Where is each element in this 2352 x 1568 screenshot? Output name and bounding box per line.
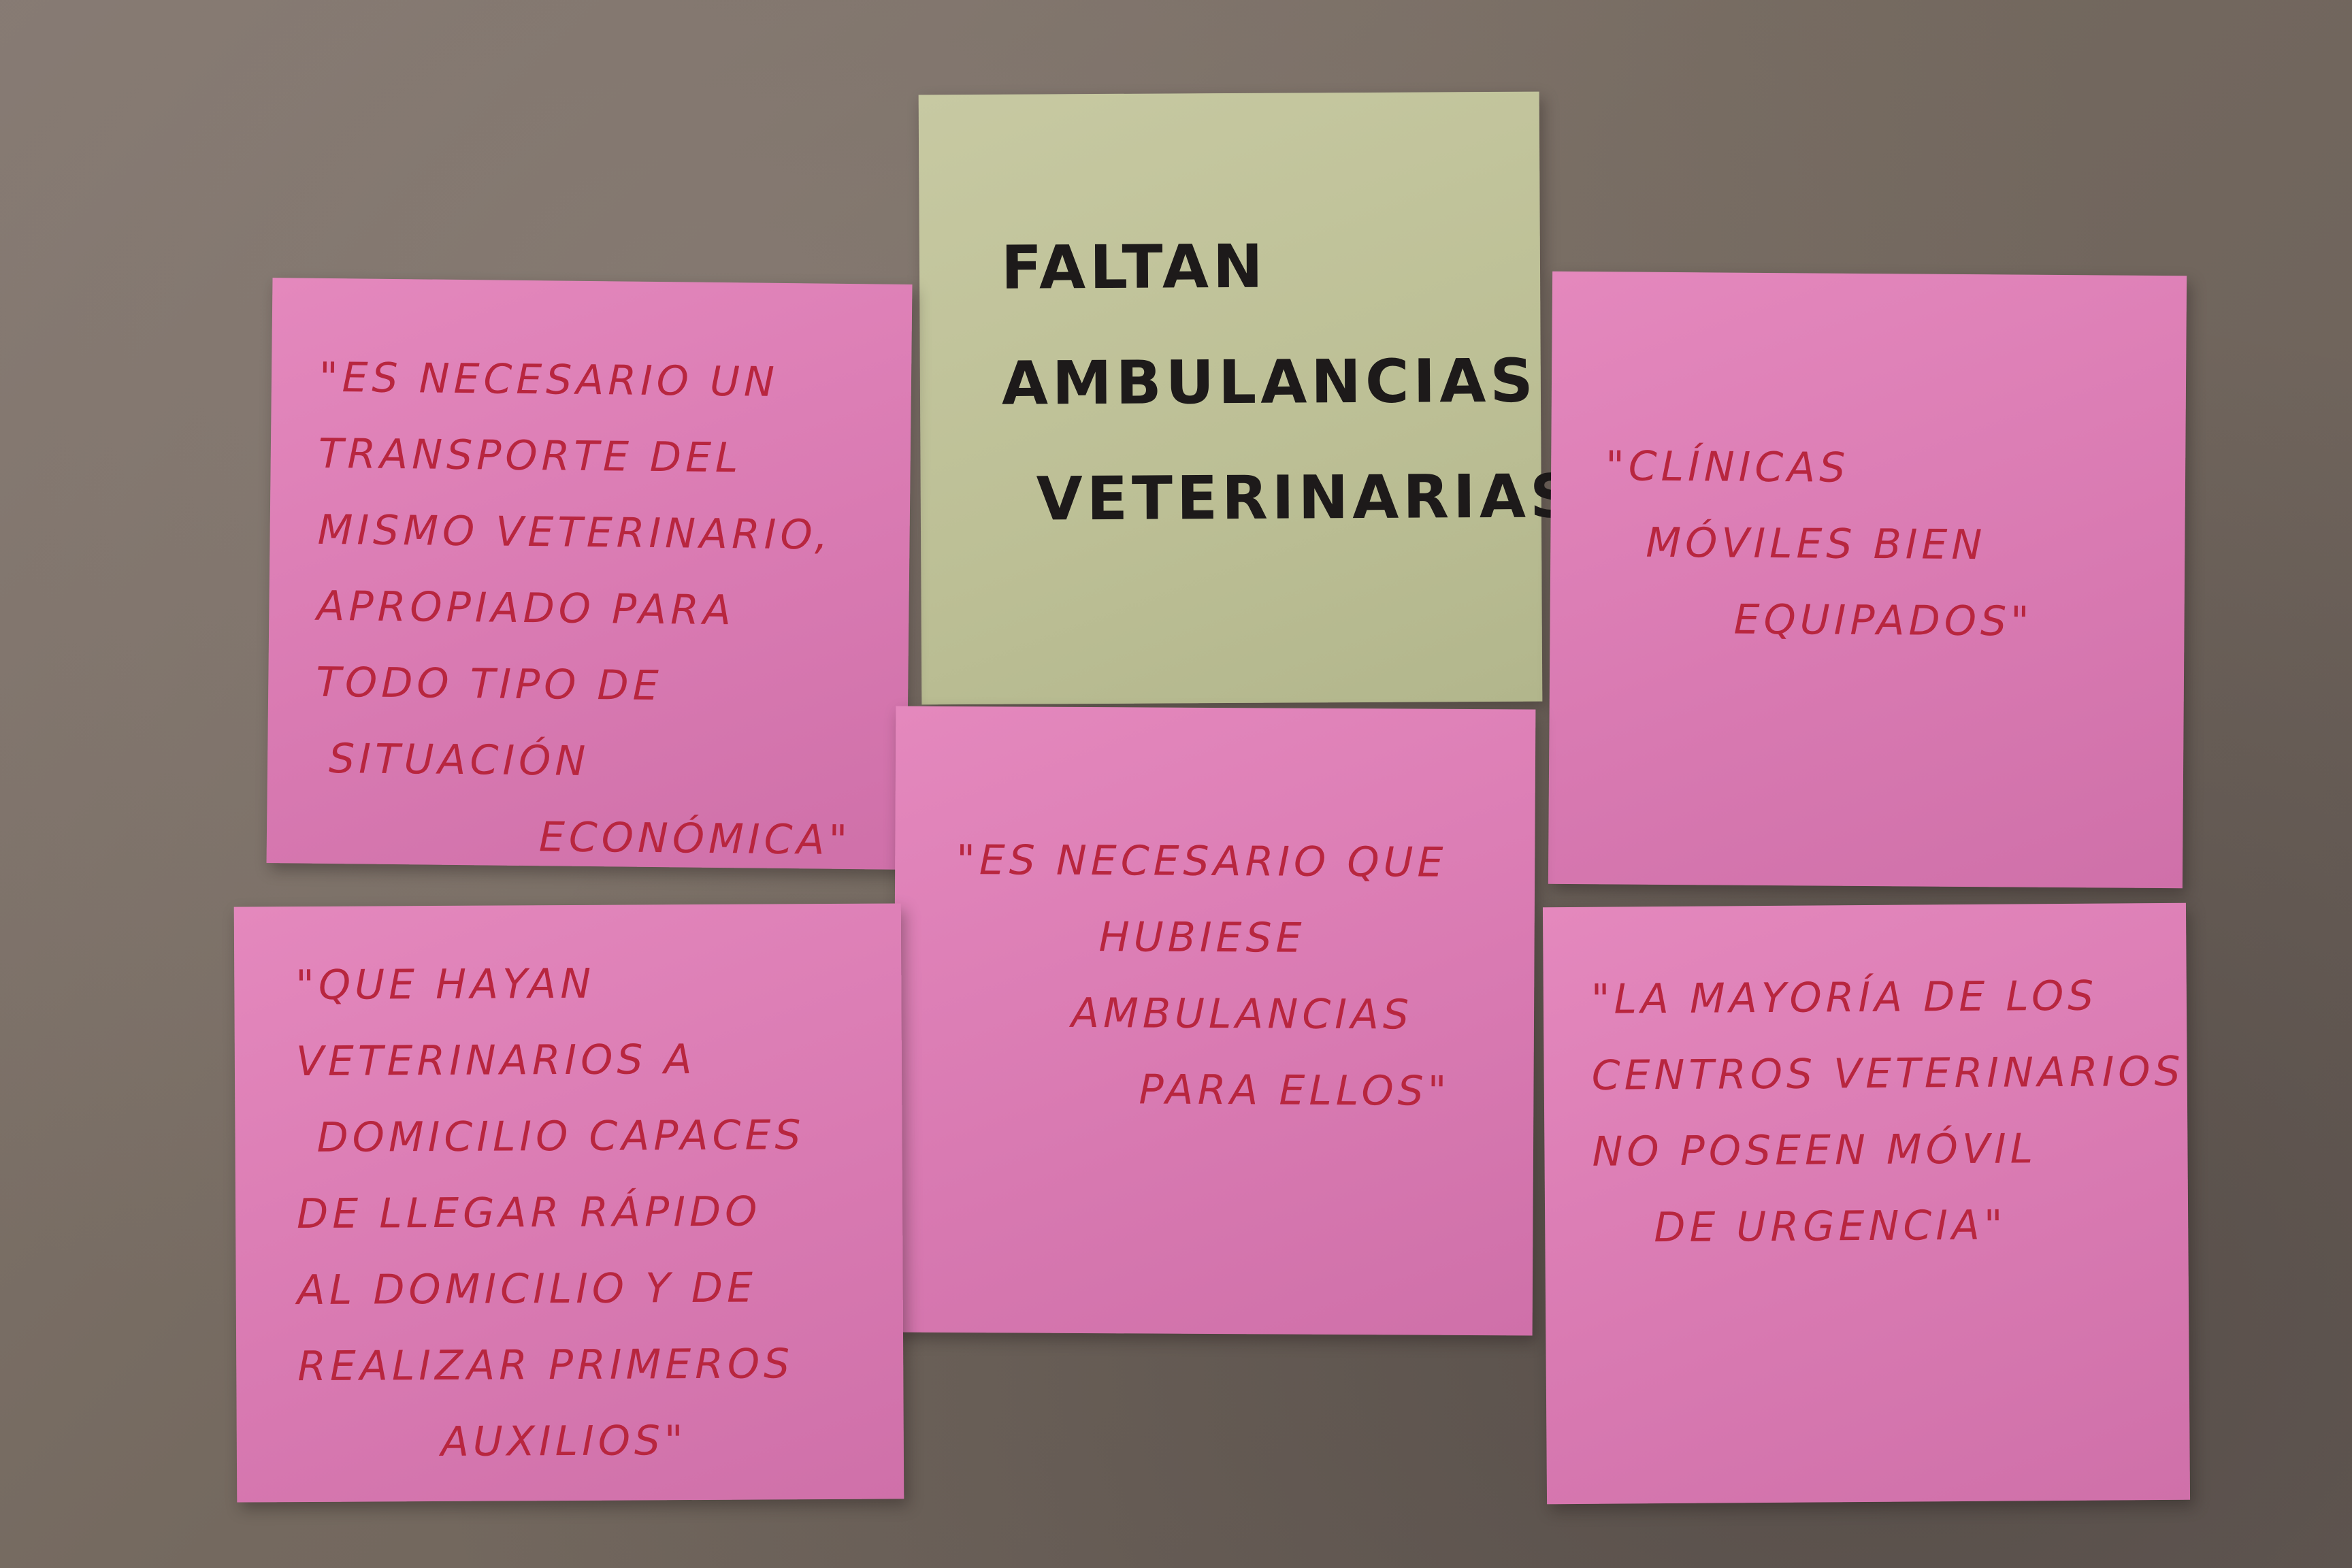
- note-line: AMBULANCIAS: [1001, 345, 1537, 419]
- note-line: "ES NECESARIO UN: [318, 353, 779, 406]
- note-line: REALIZAR PRIMEROS: [297, 1340, 794, 1391]
- note-line: VETERINARIAS: [1036, 461, 1578, 534]
- note-line: TODO TIPO DE: [315, 658, 663, 710]
- note-line: ECONÓMICA": [538, 813, 852, 865]
- sticky-note-title: FALTAN AMBULANCIAS VETERINARIAS: [918, 91, 1578, 705]
- sticky-note-clinicas: "CLÍNICAS MÓVILES BIEN EQUIPADOS": [1548, 271, 2187, 889]
- note-text: "CLÍNICAS MÓVILES BIEN EQUIPADOS": [1604, 428, 2034, 659]
- note-line: AMBULANCIAS: [1071, 989, 1414, 1039]
- note-line: AL DOMICILIO Y DE: [297, 1264, 757, 1315]
- note-line: "ES NECESARIO QUE: [956, 836, 1448, 887]
- note-line: MÓVILES BIEN: [1646, 519, 1987, 570]
- note-line: PARA ELLOS": [1139, 1066, 1451, 1115]
- note-line: CENTROS VETERINARIOS: [1591, 1047, 2185, 1100]
- note-text: "QUE HAYAN VETERINARIOS A DOMICILIO CAPA…: [295, 945, 806, 1481]
- sticky-note-urgencia: "LA MAYORÍA DE LOS CENTROS VETERINARIOS …: [1542, 902, 2191, 1505]
- note-text: "ES NECESARIO QUE HUBIESE AMBULANCIAS PA…: [955, 822, 1452, 1130]
- note-line: "QUE HAYAN: [295, 960, 595, 1010]
- note-line: AUXILIOS": [440, 1417, 687, 1466]
- note-line: "LA MAYORÍA DE LOS: [1590, 972, 2098, 1024]
- sticky-note-transporte: "ES NECESARIO UN TRANSPORTE DEL MISMO VE…: [266, 278, 913, 870]
- note-line: APROPIADO PARA: [316, 582, 736, 635]
- note-line: VETERINARIOS A: [295, 1036, 696, 1086]
- note-line: HUBIESE: [1098, 913, 1306, 962]
- note-line: DOMICILIO CAPACES: [316, 1111, 805, 1162]
- note-line: FALTAN: [1000, 231, 1267, 303]
- note-line: TRANSPORTE DEL: [318, 429, 742, 483]
- note-line: NO POSEEN MÓVIL: [1592, 1125, 2038, 1176]
- note-text: FALTAN AMBULANCIAS VETERINARIAS: [1001, 207, 1578, 557]
- note-line: DE URGENCIA": [1653, 1201, 2007, 1252]
- note-line: DE LLEGAR RÁPIDO: [296, 1188, 762, 1239]
- note-text: "LA MAYORÍA DE LOS CENTROS VETERINARIOS …: [1591, 958, 2186, 1267]
- note-line: MISMO VETERINARIO,: [317, 506, 832, 559]
- sticky-note-domicilio: "QUE HAYAN VETERINARIOS A DOMICILIO CAPA…: [233, 903, 904, 1503]
- sticky-note-ambulancias: "ES NECESARIO QUE HUBIESE AMBULANCIAS PA…: [892, 706, 1536, 1336]
- note-line: "CLÍNICAS: [1605, 442, 1850, 492]
- note-line: SITUACIÓN: [328, 735, 590, 786]
- note-text: "ES NECESARIO UN TRANSPORTE DEL MISMO VE…: [314, 340, 856, 879]
- note-line: EQUIPADOS": [1733, 595, 2034, 646]
